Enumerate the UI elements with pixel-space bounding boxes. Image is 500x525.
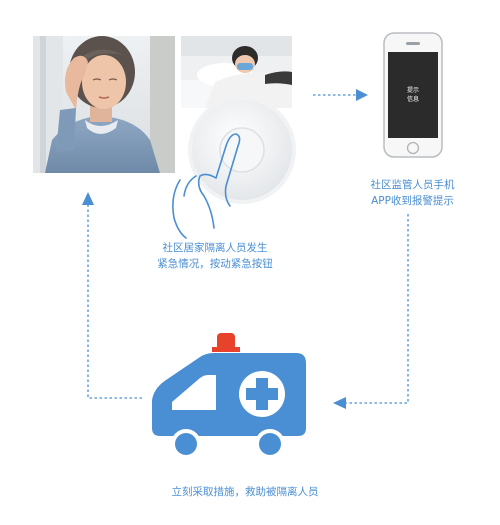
ambulance-icon [152,333,306,459]
caption-rescue: 立刻采取措施，救助被隔离人员 [150,484,340,500]
flow-arrows [87,94,409,404]
caption-phone-alert: 社区监管人员手机 APP收到报警提示 [355,177,470,209]
caption-button-press: 社区居家隔离人员发生 紧急情况，按动紧急按钮 [150,240,280,272]
caption-button-press-line1: 社区居家隔离人员发生 [162,242,268,254]
pointing-hand-icon [172,133,241,239]
caption-phone-alert-line2: APP收到报警提示 [371,195,454,207]
caption-button-press-line2: 紧急情况，按动紧急按钮 [157,258,273,270]
arrow-phone-to-ambulance [345,214,409,404]
phone-screen-line2: 信息 [407,95,419,103]
caption-phone-alert-line1: 社区监管人员手机 [370,179,455,191]
medical-cross-icon [239,371,285,417]
caption-rescue-text: 立刻采取措施，救助被隔离人员 [171,486,319,498]
phone-screen-line1: 提示 [407,86,419,94]
headache-woman-photo [33,36,175,173]
arrow-ambulance-to-patient [87,202,142,399]
arrow-heads [82,89,368,409]
smartphone-icon: 提示 信息 [383,32,443,158]
emergency-button-photo [188,96,296,204]
